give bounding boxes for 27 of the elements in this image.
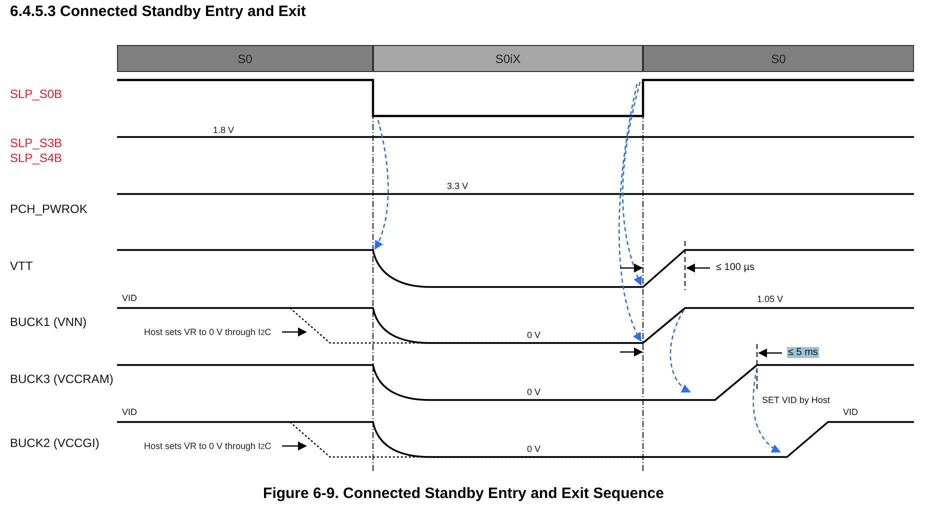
voltage-label: 3.3 V: [447, 182, 468, 192]
leader-arrow: [282, 328, 307, 336]
signal-name: VTT: [10, 260, 33, 274]
state-bar: S0iX: [373, 45, 643, 72]
signal-name: BUCK2 (VCCGI): [10, 437, 100, 450]
signal-name: PCH_PWROK: [10, 203, 88, 216]
voltage-label: VID: [122, 294, 138, 304]
state-bar: S0: [643, 45, 914, 72]
state-bar: S0: [117, 45, 373, 72]
voltage-label: 0 V: [527, 388, 541, 398]
voltage-label: VID: [122, 408, 138, 418]
annotation-text: SET VID by Host: [762, 396, 830, 406]
signal-name: BUCK1 (VNN): [10, 316, 87, 330]
signal-name: SLP_S3B: [10, 137, 62, 150]
timing-label: ≤ 5 ms: [787, 347, 819, 358]
timing-label: ≤ 100 µs: [716, 262, 754, 273]
signal-name: SLP_S4B: [10, 152, 62, 166]
section-heading: 6.4.5.3 Connected Standby Entry and Exit: [10, 4, 306, 20]
signal-name: BUCK3 (VCCRAM): [10, 373, 114, 386]
voltage-label: 1.05 V: [757, 295, 784, 305]
leader-arrow: [282, 442, 307, 450]
voltage-label: VID: [843, 408, 858, 418]
signal-name: SLP_S0B: [10, 88, 62, 102]
voltage-label: 0 V: [527, 331, 541, 341]
voltage-label: 1.8 V: [213, 126, 234, 136]
voltage-label: 0 V: [527, 445, 541, 455]
figure-caption: Figure 6-9. Connected Standby Entry and Exit Sequence: [262, 486, 665, 502]
